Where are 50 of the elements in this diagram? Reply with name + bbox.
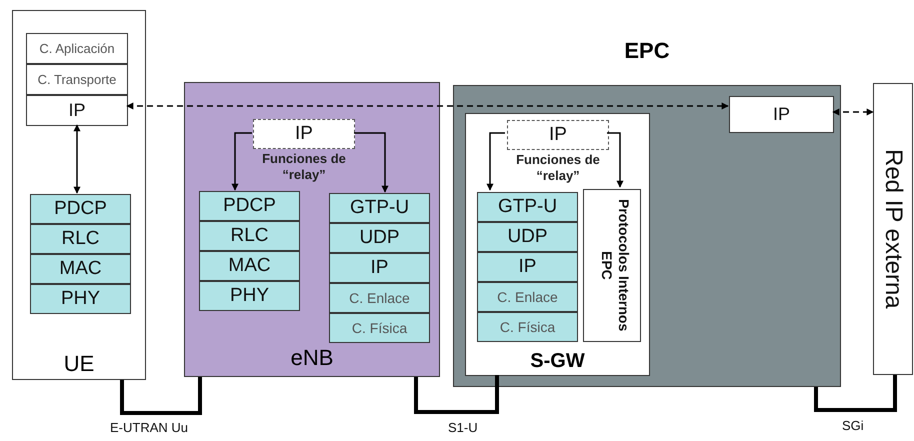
protocol-layer: RLC xyxy=(30,224,131,254)
connector-line xyxy=(120,377,202,415)
protocol-layer: UDP xyxy=(477,222,578,252)
protocol-layer: PDCP xyxy=(30,194,131,224)
protocol-layer: GTP-U xyxy=(329,193,430,223)
protocol-layer: C. Física xyxy=(477,312,578,342)
protocol-layer: IP xyxy=(729,96,834,133)
arrow xyxy=(832,108,874,116)
device-panel xyxy=(12,10,146,380)
arrow xyxy=(74,124,80,194)
protocol-layer: IP xyxy=(477,252,578,282)
node-title: eNB xyxy=(290,345,334,371)
protocol-layer: C. Física xyxy=(329,313,430,343)
relay-protocol-box: IP xyxy=(253,119,355,149)
protocol-layer: MAC xyxy=(30,254,131,284)
protocol-layer: PHY xyxy=(199,281,300,311)
protocol-layer: RLC xyxy=(199,221,300,251)
protocol-layer: IP xyxy=(329,253,430,283)
arrow xyxy=(232,132,252,191)
protocol-layer: MAC xyxy=(199,251,300,281)
node-title: UE xyxy=(62,351,96,377)
vertical-label: Red IP externa xyxy=(879,149,907,309)
relay-protocol-box: IP xyxy=(507,120,609,150)
protocol-layer: GTP-U xyxy=(477,192,578,222)
connector-line xyxy=(814,375,897,412)
relay-caption: Funciones de “relay” xyxy=(515,152,601,184)
protocol-panel xyxy=(583,189,641,342)
connector-line xyxy=(414,375,499,414)
gateway-panel xyxy=(465,113,650,376)
protocol-layer: UDP xyxy=(329,223,430,253)
protocol-layer: C. Enlace xyxy=(329,283,430,313)
arrow xyxy=(126,102,729,110)
protocol-layer: C. Enlace xyxy=(477,282,578,312)
protocol-layer: PDCP xyxy=(199,191,300,221)
node-title: EPC xyxy=(623,38,671,64)
edge-label: SGi xyxy=(840,418,866,433)
node-title: S-GW xyxy=(529,350,586,373)
vertical-label: Protocolos Internos EPC xyxy=(598,198,632,334)
protocol-layer: PHY xyxy=(30,284,131,314)
edge-label: S1-U xyxy=(446,420,480,435)
protocol-layer: IP xyxy=(26,95,128,126)
network-panel xyxy=(873,83,913,375)
arrow xyxy=(607,132,624,188)
arrow xyxy=(354,132,388,193)
protocol-layer: C. Transporte xyxy=(26,64,128,95)
protocol-layer: C. Aplicación xyxy=(26,33,128,64)
edge-label: E-UTRAN Uu xyxy=(108,420,190,435)
arrow xyxy=(486,132,505,191)
relay-caption: Funciones de “relay” xyxy=(261,151,347,183)
base-station-panel xyxy=(184,82,440,377)
